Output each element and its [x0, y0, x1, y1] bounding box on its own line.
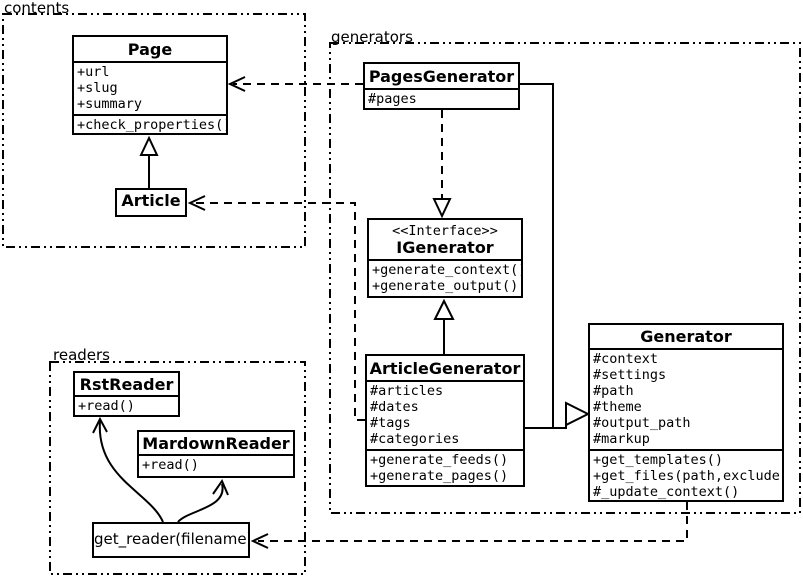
class-title: Generator [640, 327, 732, 346]
class-article: Article [115, 188, 187, 217]
method: +check_properties() [77, 117, 228, 133]
package-border-generators [329, 42, 801, 514]
method: +generate_context() [372, 262, 523, 278]
method: +get_templates() [593, 452, 724, 468]
attributes-compartment: #context #settings #path #theme #output_… [590, 348, 782, 449]
method: +read() [78, 398, 135, 414]
package-label-generators: generators [331, 28, 413, 46]
attribute: #articles [370, 383, 444, 399]
curve-getreader-rstreader [98, 420, 164, 523]
package-border-readers [49, 361, 306, 575]
attribute: #dates [370, 399, 419, 415]
attribute: #tags [370, 415, 411, 431]
class-title: PagesGenerator [368, 67, 515, 86]
package-label-contents: contents [4, 0, 70, 17]
node-label: get_reader(filename) [94, 530, 250, 548]
method: +get_files(path,exclude) [593, 468, 784, 484]
stereotype-label: <<Interface>> [392, 223, 498, 239]
class-rstreader: RstReader +read() [73, 371, 180, 417]
attribute: +summary [77, 96, 143, 112]
attribute: #output_path [593, 415, 691, 431]
package-border-contents [2, 13, 306, 248]
class-title: ArticleGenerator [369, 359, 521, 378]
method: #_update_context() [593, 484, 740, 500]
dependency-generator-getreader [258, 502, 688, 542]
attributes-compartment: #pages [365, 88, 518, 108]
open-arrowhead-article [187, 195, 206, 211]
hollow-triangle-page-bottom [139, 135, 159, 156]
open-arrowhead-rstreader [92, 416, 108, 434]
attribute: #pages [368, 91, 417, 107]
hollow-triangle-generator-left [565, 401, 591, 427]
class-articlegenerator: ArticleGenerator #articles #dates #tags … [365, 354, 525, 487]
class-generator: Generator #context #settings #path #them… [588, 323, 784, 502]
package-label-readers: readers [53, 346, 110, 364]
inheritance-articlegenerator-generator [525, 414, 567, 429]
class-title: MardownReader [142, 434, 290, 453]
methods-compartment: +generate_context() +generate_output() [369, 259, 521, 296]
method: +generate_feeds() [370, 452, 509, 468]
attribute: #path [593, 383, 634, 399]
interface-igenerator: <<Interface>> IGenerator +generate_conte… [367, 218, 523, 298]
class-title: RstReader [79, 375, 174, 394]
open-arrowhead-getreader [250, 533, 269, 549]
method: +generate_output() [372, 278, 519, 294]
attributes-compartment: #articles #dates #tags #categories [367, 380, 523, 449]
attribute: +url [77, 64, 110, 80]
inheritance-pagesgenerator-generator [520, 83, 554, 428]
class-mardownreader: MardownReader +read() [137, 430, 295, 478]
attribute: #categories [370, 431, 460, 447]
class-page: Page +url +slug +summary +check_properti… [72, 35, 228, 135]
hollow-triangle-igenerator-bottom [433, 298, 455, 320]
methods-compartment: +read() [139, 454, 293, 475]
attribute: #theme [593, 399, 642, 415]
method: +read() [142, 457, 199, 473]
attribute: #context [593, 351, 659, 367]
methods-compartment: +read() [75, 395, 178, 415]
class-title: Article [121, 191, 181, 210]
attribute: +slug [77, 80, 118, 96]
attribute: #markup [593, 431, 650, 447]
hollow-triangle-igenerator-top [432, 198, 452, 219]
class-pagesgenerator: PagesGenerator #pages [363, 62, 520, 110]
attributes-compartment: +url +slug +summary [74, 61, 226, 114]
open-arrowhead-mardownreader [212, 478, 229, 496]
method: +generate_pages() [370, 468, 509, 484]
open-arrowhead-page [227, 76, 246, 92]
curve-getreader-mardownreader [177, 483, 224, 523]
class-title: Page [127, 40, 173, 59]
dependency-articlegenerator-article [193, 202, 365, 421]
methods-compartment: +check_properties() [74, 114, 228, 133]
node-getreader: get_reader(filename) [92, 522, 250, 558]
class-title: IGenerator [396, 238, 494, 257]
attribute: #settings [593, 367, 667, 383]
methods-compartment: +get_templates() +get_files(path,exclude… [590, 449, 784, 500]
methods-compartment: +generate_feeds() +generate_pages() [367, 449, 523, 485]
